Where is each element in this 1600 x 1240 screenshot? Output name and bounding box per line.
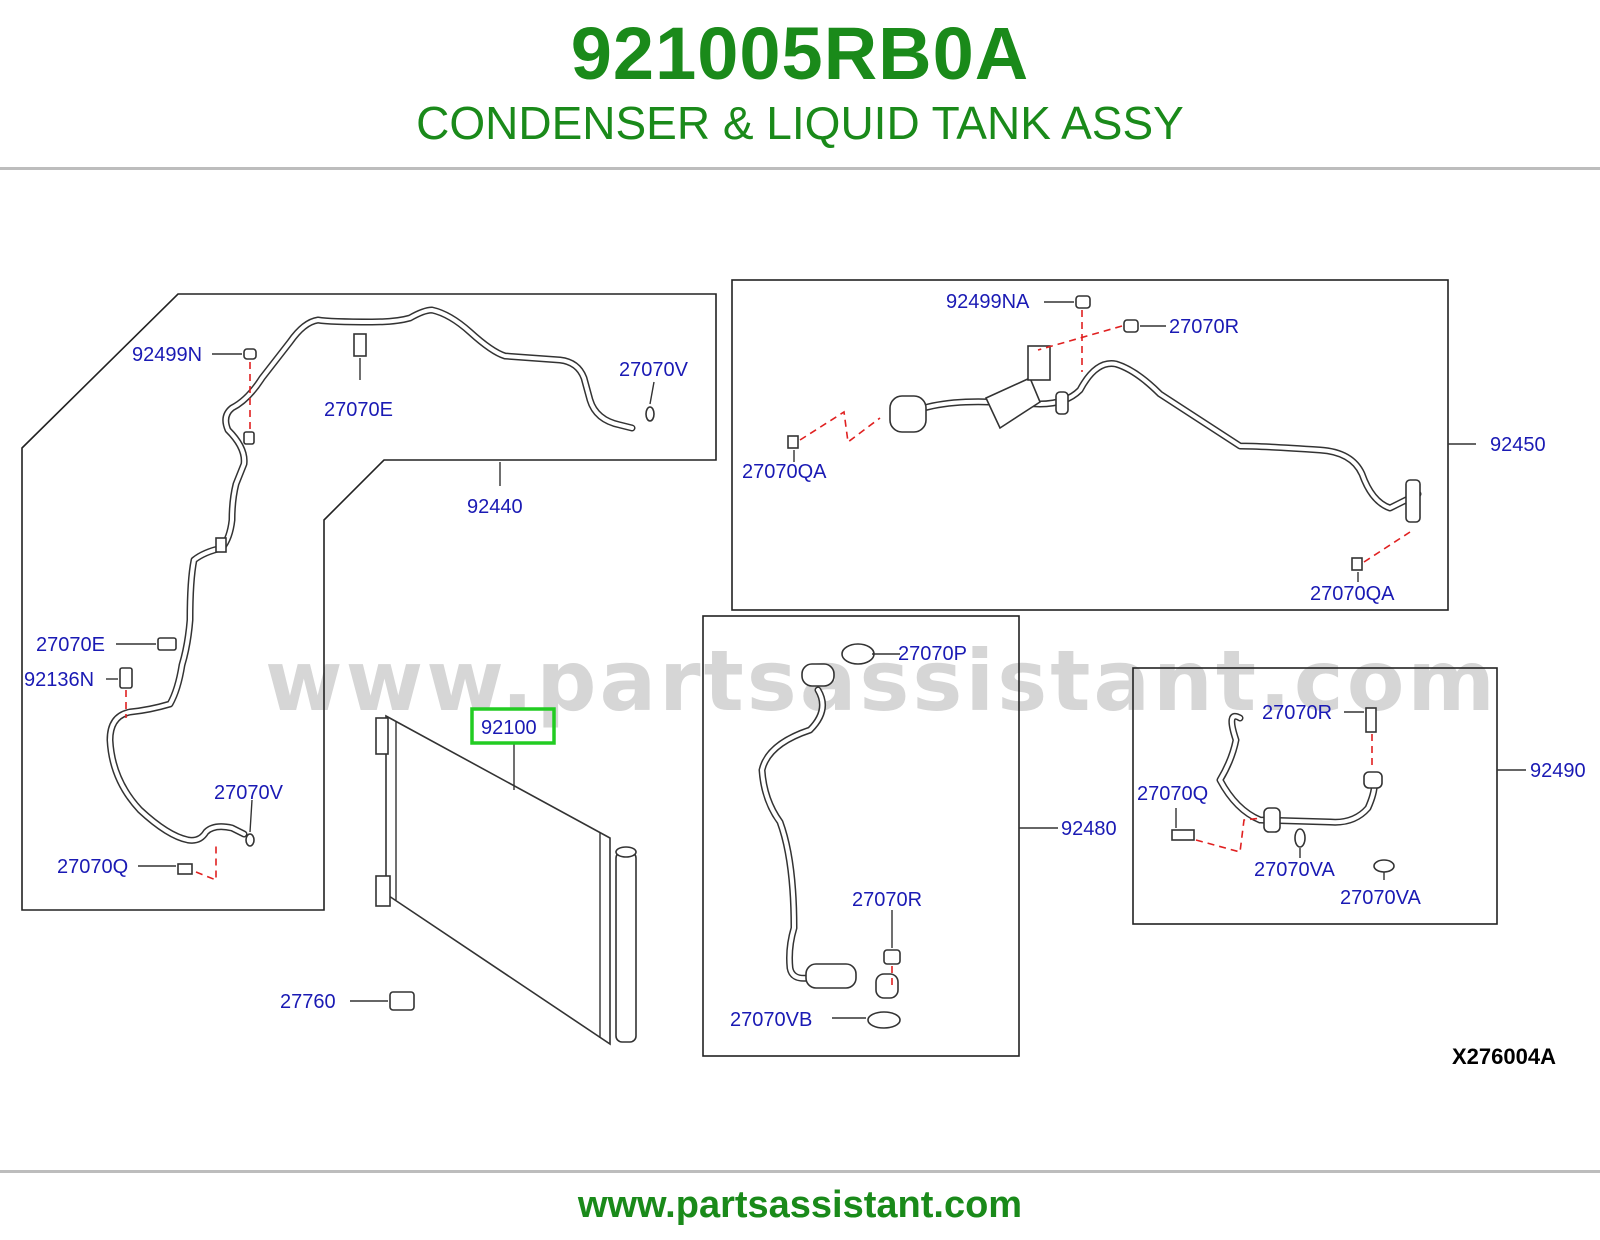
flange-92480-bottom	[875, 973, 899, 999]
oring-27070VB	[867, 1011, 901, 1029]
part-27760: 27760	[280, 991, 415, 1013]
label-27070R-mid: 27070R	[852, 889, 922, 911]
label-27070V-bottom: 27070V	[214, 782, 284, 804]
group-92480: 27070P 92480 27070R 27070VB	[702, 615, 1117, 1057]
guide-27070Q-left	[195, 842, 217, 882]
bolt-27070QA-left	[787, 435, 799, 449]
label-27070E-left: 27070E	[36, 634, 105, 656]
part-name-subtitle: CONDENSER & LIQUID TANK ASSY	[416, 97, 1184, 149]
footer-divider	[0, 1170, 1600, 1173]
label-27760: 27760	[280, 991, 336, 1013]
block-92450	[984, 376, 1041, 430]
fitting-92490-right	[1363, 771, 1383, 789]
flange-92480-top	[801, 663, 835, 687]
fitting-92490-left	[1263, 807, 1281, 833]
header: 921005RB0A CONDENSER & LIQUID TANK ASSY	[0, 0, 1600, 170]
label-27070R-right: 27070R	[1262, 702, 1332, 724]
label-92490: 92490	[1530, 760, 1586, 782]
cap-92499N	[243, 348, 257, 360]
pipe-92440	[106, 306, 636, 844]
watermark-text: www.partsassistant.com	[265, 632, 1498, 730]
nut-27070R-top	[1123, 319, 1139, 333]
fitting-92450-left	[889, 395, 927, 433]
bracket-92450	[1027, 345, 1051, 381]
footer-url[interactable]: www.partsassistant.com	[577, 1184, 1023, 1226]
oring-27070VA-2	[1373, 859, 1395, 873]
liquid-tank	[615, 851, 637, 1043]
leader-27070V-top	[649, 381, 655, 405]
group-92440-frame	[21, 293, 717, 911]
nut-27070R-mid	[883, 949, 901, 965]
condenser-bracket-bottom	[375, 875, 391, 907]
hose-92480-inner	[760, 688, 825, 981]
service-port-92450	[1055, 391, 1069, 415]
part-number-title: 921005RB0A	[570, 12, 1030, 95]
bracket-92450-right	[1405, 479, 1421, 523]
oring-27070V-bottom	[245, 833, 255, 847]
label-92100: 92100	[481, 717, 537, 739]
pipe-92490	[1216, 712, 1378, 826]
highlight-92100	[470, 707, 556, 745]
label-92499NA: 92499NA	[946, 291, 1030, 313]
header-divider	[0, 167, 1600, 170]
label-27070VB: 27070VB	[730, 1009, 812, 1031]
label-27070QA-right: 27070QA	[1310, 583, 1395, 605]
condenser-92100: 92100	[375, 707, 637, 1046]
label-27070VA-1: 27070VA	[1254, 859, 1335, 881]
guide-27070Q-right	[1195, 817, 1263, 854]
diagram-code: X276004A	[1452, 1044, 1556, 1069]
label-27070V-top: 27070V	[619, 359, 689, 381]
bolt-27070Q-left	[177, 863, 193, 875]
label-27070P: 27070P	[898, 643, 967, 665]
label-27070R-top: 27070R	[1169, 316, 1239, 338]
clip-27070E-top	[353, 333, 367, 357]
oring-27070V-top	[645, 406, 655, 422]
label-92136N: 92136N	[24, 669, 94, 691]
valve-92499N	[243, 431, 255, 445]
oring-27070P	[841, 643, 875, 665]
group-92440: 92499N 27070E 27070V 92440 27070E 92136N…	[21, 293, 717, 911]
guide-27070QA-left	[799, 410, 881, 444]
bolt-27070Q-right	[1171, 829, 1195, 841]
pipe-92450-inner	[898, 361, 1420, 510]
pipe-92490-inner	[1218, 714, 1377, 825]
label-27070E-top: 27070E	[324, 399, 393, 421]
clip-27070E-left	[157, 637, 177, 651]
label-27070QA-left: 27070QA	[742, 461, 827, 483]
clip-mid	[215, 537, 227, 553]
sensor-92136N	[119, 667, 133, 689]
pipe-92450	[896, 360, 1422, 512]
condenser-core	[385, 714, 611, 1046]
group-92490: 27070R 27070Q 92490 27070VA 27070VA	[1132, 667, 1586, 925]
oring-27070VA-1	[1294, 828, 1306, 848]
group-92480-frame	[702, 615, 1020, 1057]
label-27070Q-right: 27070Q	[1137, 783, 1208, 805]
label-92480: 92480	[1061, 818, 1117, 840]
pipe-92440-inner	[108, 308, 634, 843]
leader-27070V-bottom	[249, 799, 253, 833]
bolt-27070QA-right	[1351, 557, 1363, 571]
group-92450: 92499NA 27070R 27070QA 92450 27070QA	[731, 279, 1546, 611]
label-92499N: 92499N	[132, 344, 202, 366]
group-92450-frame	[731, 279, 1449, 611]
guide-27070QA-right	[1363, 531, 1411, 563]
condenser-bracket-top	[375, 717, 389, 755]
cap-92499NA	[1075, 295, 1091, 309]
bolt-27070R-right	[1365, 707, 1377, 733]
sensor-27760	[389, 991, 415, 1011]
label-27070VA-2: 27070VA	[1340, 887, 1421, 909]
label-92440: 92440	[467, 496, 523, 518]
label-92450: 92450	[1490, 434, 1546, 456]
muffler-92480	[805, 963, 857, 989]
label-27070Q-left: 27070Q	[57, 856, 128, 878]
guide-27070R-top	[1037, 325, 1123, 351]
liquid-tank-cap	[615, 846, 637, 858]
group-92490-frame	[1132, 667, 1498, 925]
